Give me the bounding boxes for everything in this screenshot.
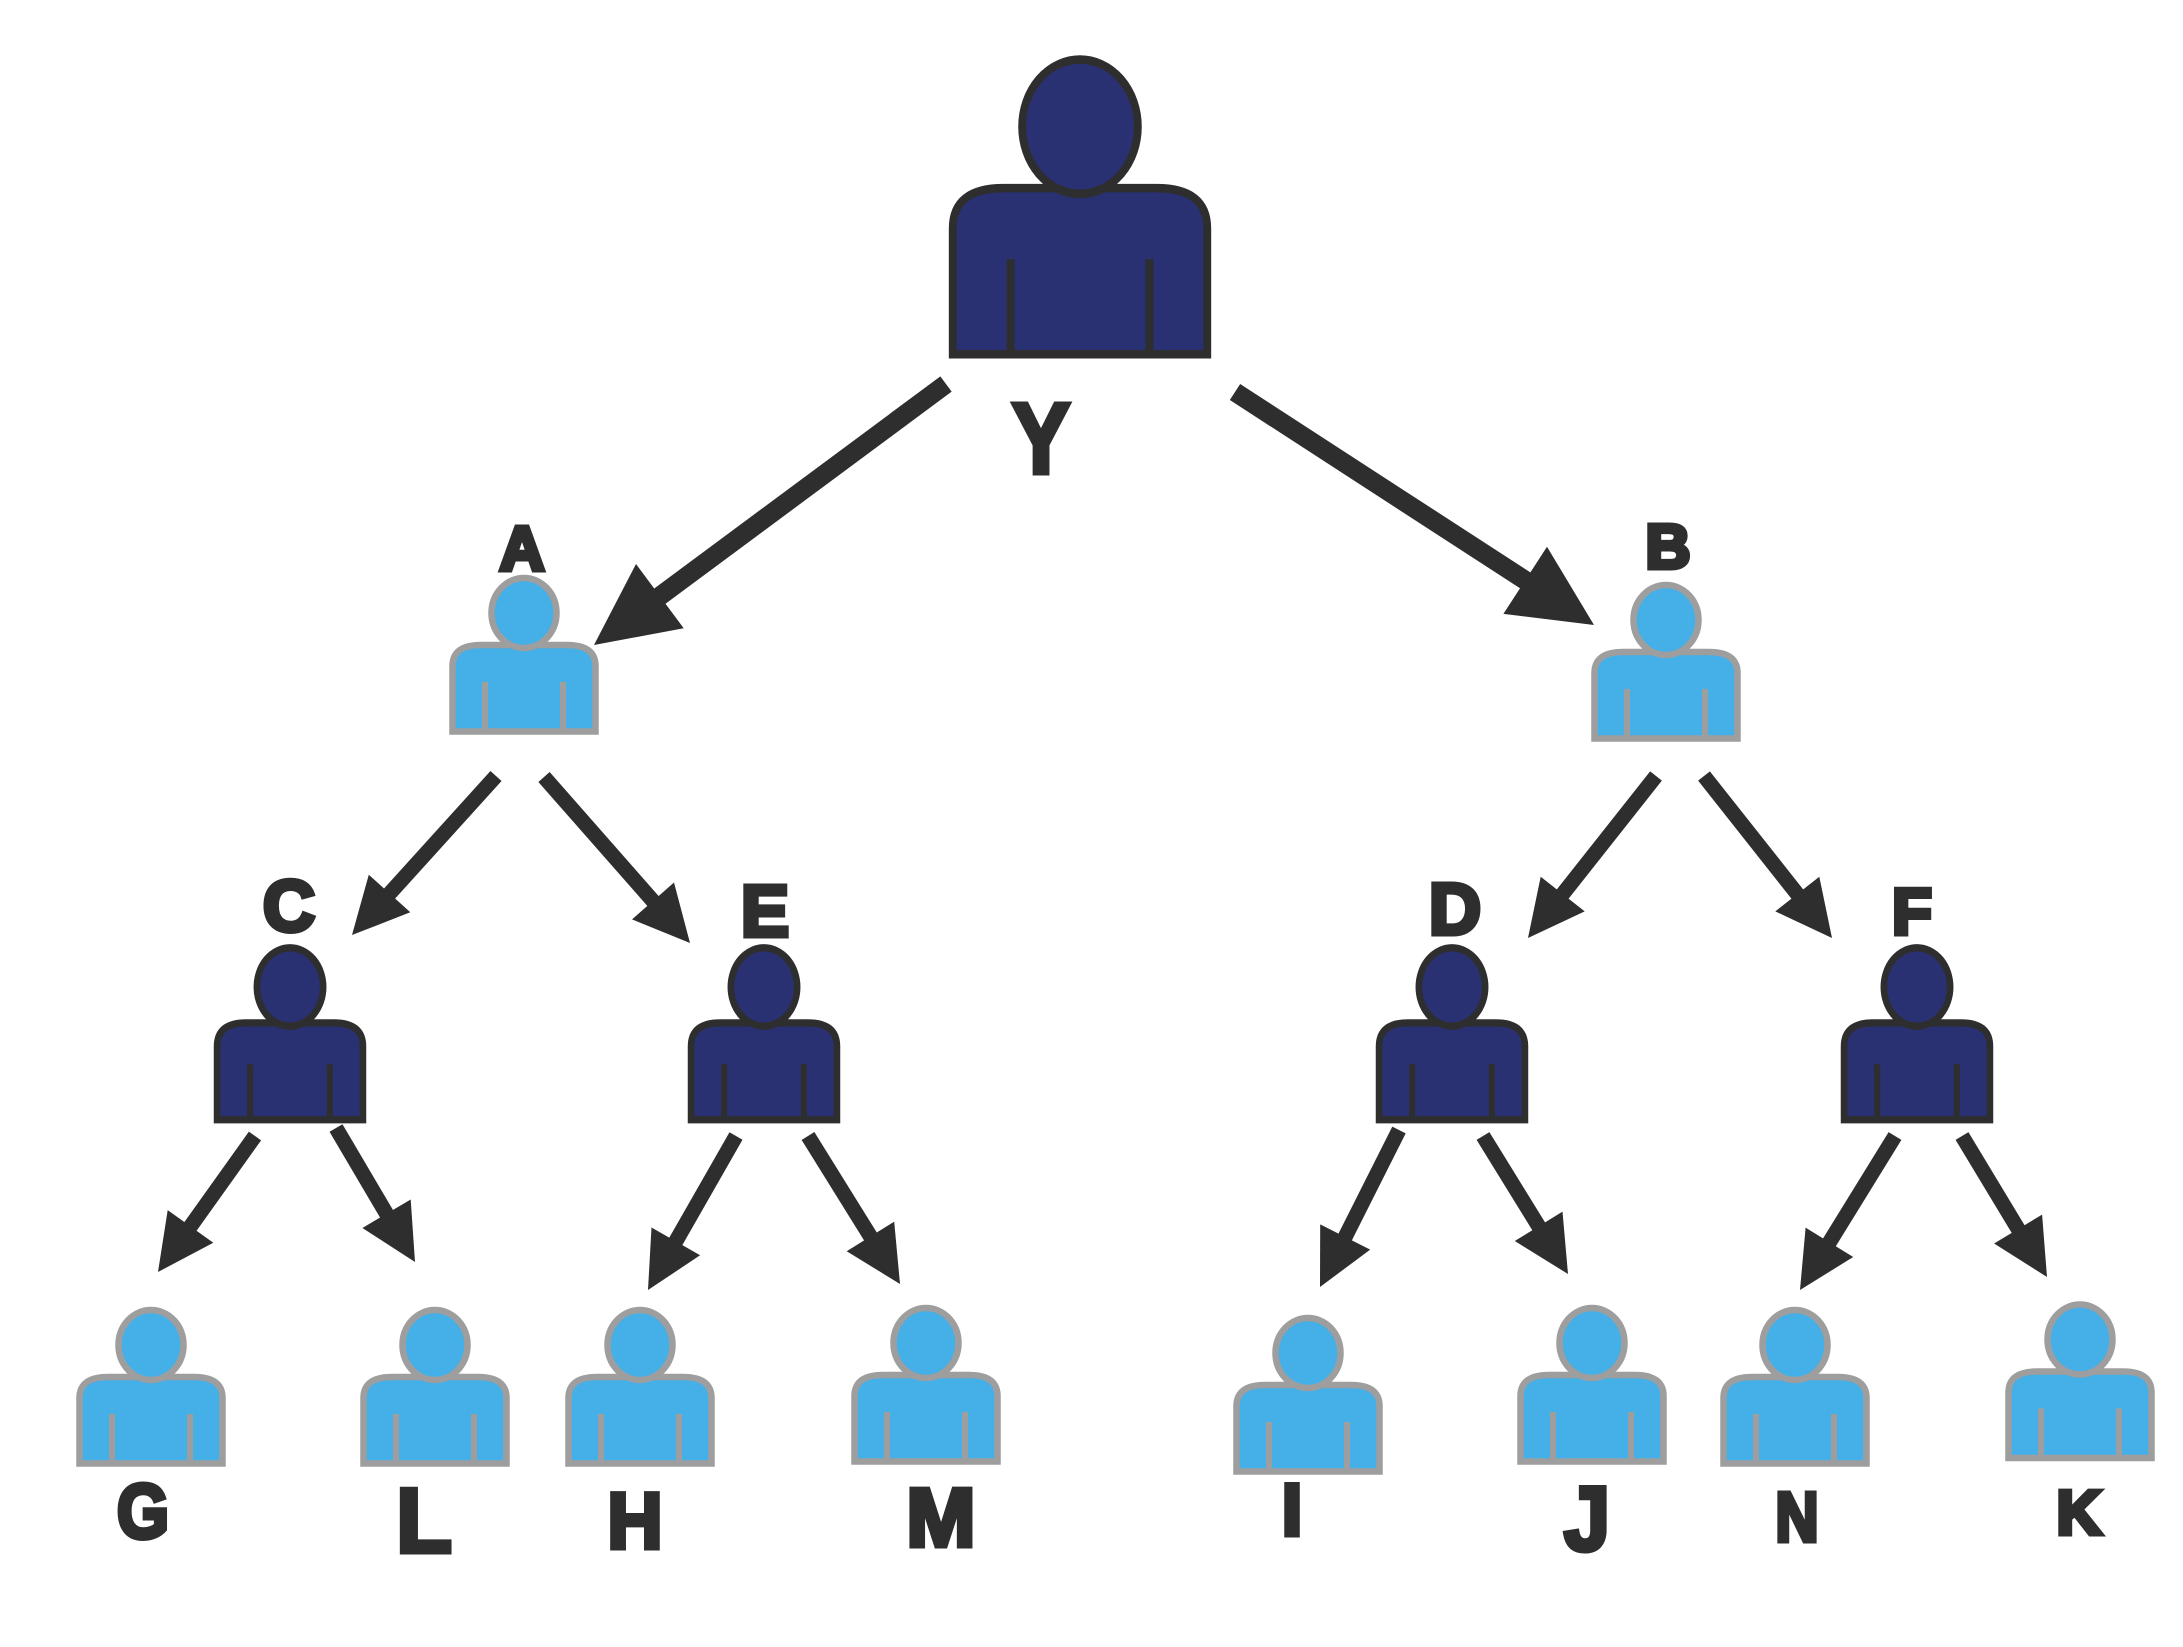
svg-text:E: E [741,872,789,952]
svg-text:A: A [500,515,545,584]
svg-text:Y: Y [1012,383,1070,495]
svg-text:M: M [906,1471,975,1564]
svg-text:L: L [396,1471,452,1572]
svg-text:G: G [117,1469,169,1555]
svg-text:H: H [608,1476,663,1565]
svg-text:F: F [1892,875,1932,948]
svg-text:J: J [1564,1469,1610,1570]
svg-text:C: C [263,867,315,947]
svg-text:I: I [1282,1470,1302,1551]
svg-text:B: B [1646,513,1691,582]
svg-text:N: N [1776,1478,1819,1556]
svg-text:K: K [2057,1479,2102,1548]
svg-text:D: D [1429,870,1481,950]
